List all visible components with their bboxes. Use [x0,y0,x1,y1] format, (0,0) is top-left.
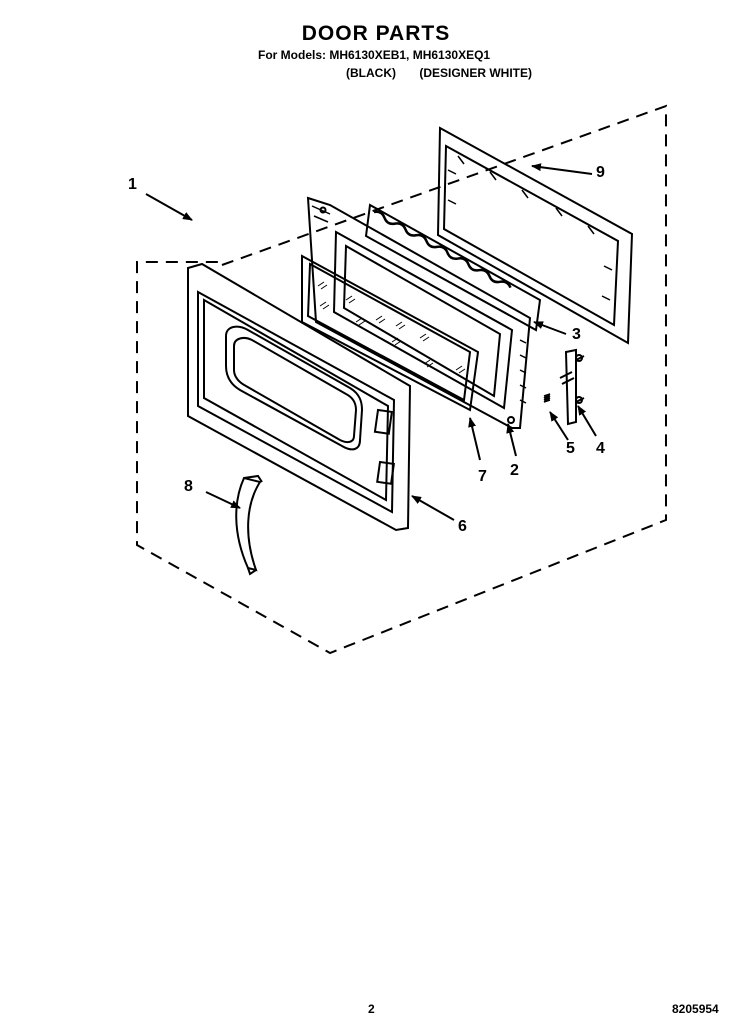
callout-5: 5 [566,440,575,457]
door-handle-part [235,474,263,576]
page-title: DOOR PARTS [301,22,451,45]
door-frame-part [436,126,634,345]
callout-leaders [145,163,597,521]
models-line: For Models: MH6130XEB1, MH6130XEQ1 [258,48,491,62]
callout-4: 4 [596,440,605,457]
callout-1: 1 [128,176,137,193]
color-white-label: (DESIGNER WHITE) [419,66,533,80]
assembly-boundary [136,104,667,655]
color-variants: (BLACK) (DESIGNER WHITE) [346,66,532,80]
spring-part [543,393,551,403]
callout-8: 8 [184,478,193,495]
callout-9: 9 [596,164,605,181]
document-code: 8205954 [672,1002,719,1016]
page-number: 2 [368,1002,375,1016]
color-black-label: (BLACK) [346,66,396,80]
callout-6: 6 [458,518,467,535]
glass-panel-part [301,254,480,412]
callout-3: 3 [572,326,581,343]
callout-2: 2 [510,462,519,479]
callout-7: 7 [478,468,487,485]
door-inner-panel-part [306,196,532,429]
outer-door-frame-part [187,262,412,532]
latch-bracket-part [559,348,585,426]
